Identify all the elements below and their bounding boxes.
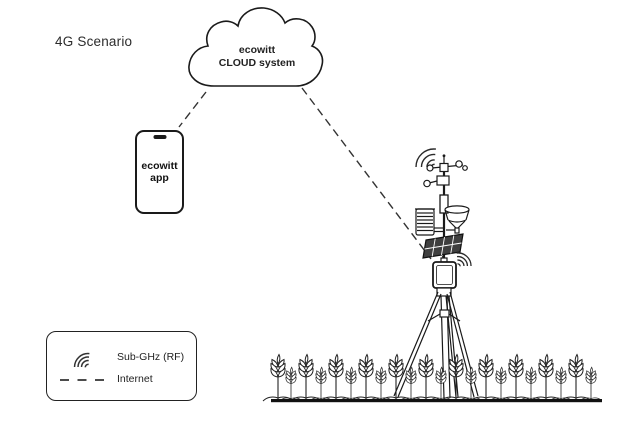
wheat-field-illustration [262, 353, 603, 402]
legend-label-rf: Sub-GHz (RF) [117, 351, 185, 363]
cloud-shape [188, 7, 324, 87]
cloud-label: ecowitt CLOUD system [196, 44, 318, 70]
rain-gauge [444, 205, 470, 234]
rf-signal-icon [456, 252, 472, 267]
internet-link-cloud-phone [178, 91, 207, 128]
gateway-box [432, 257, 457, 289]
dashed-line-icon [60, 379, 106, 381]
page-title: 4G Scenario [55, 34, 133, 49]
phone-label-line1: ecowitt [141, 159, 178, 172]
phone-label-line2: app [150, 172, 169, 184]
cloud-label-line2: CLOUD system [218, 57, 296, 69]
smartphone: ecowitt app [135, 130, 184, 214]
internet-link-cloud-station [301, 87, 432, 260]
legend-label-internet: Internet [117, 373, 153, 385]
radiation-shield [415, 208, 444, 236]
rf-signal-icon [73, 352, 90, 368]
wind-sensor [423, 154, 468, 188]
weather-station-illustration [393, 154, 479, 399]
legend-box: Sub-GHz (RF) Internet [46, 331, 197, 401]
cloud-label-line1: ecowitt [238, 44, 276, 56]
ground-line [271, 399, 602, 403]
phone-speaker-notch [153, 135, 166, 139]
